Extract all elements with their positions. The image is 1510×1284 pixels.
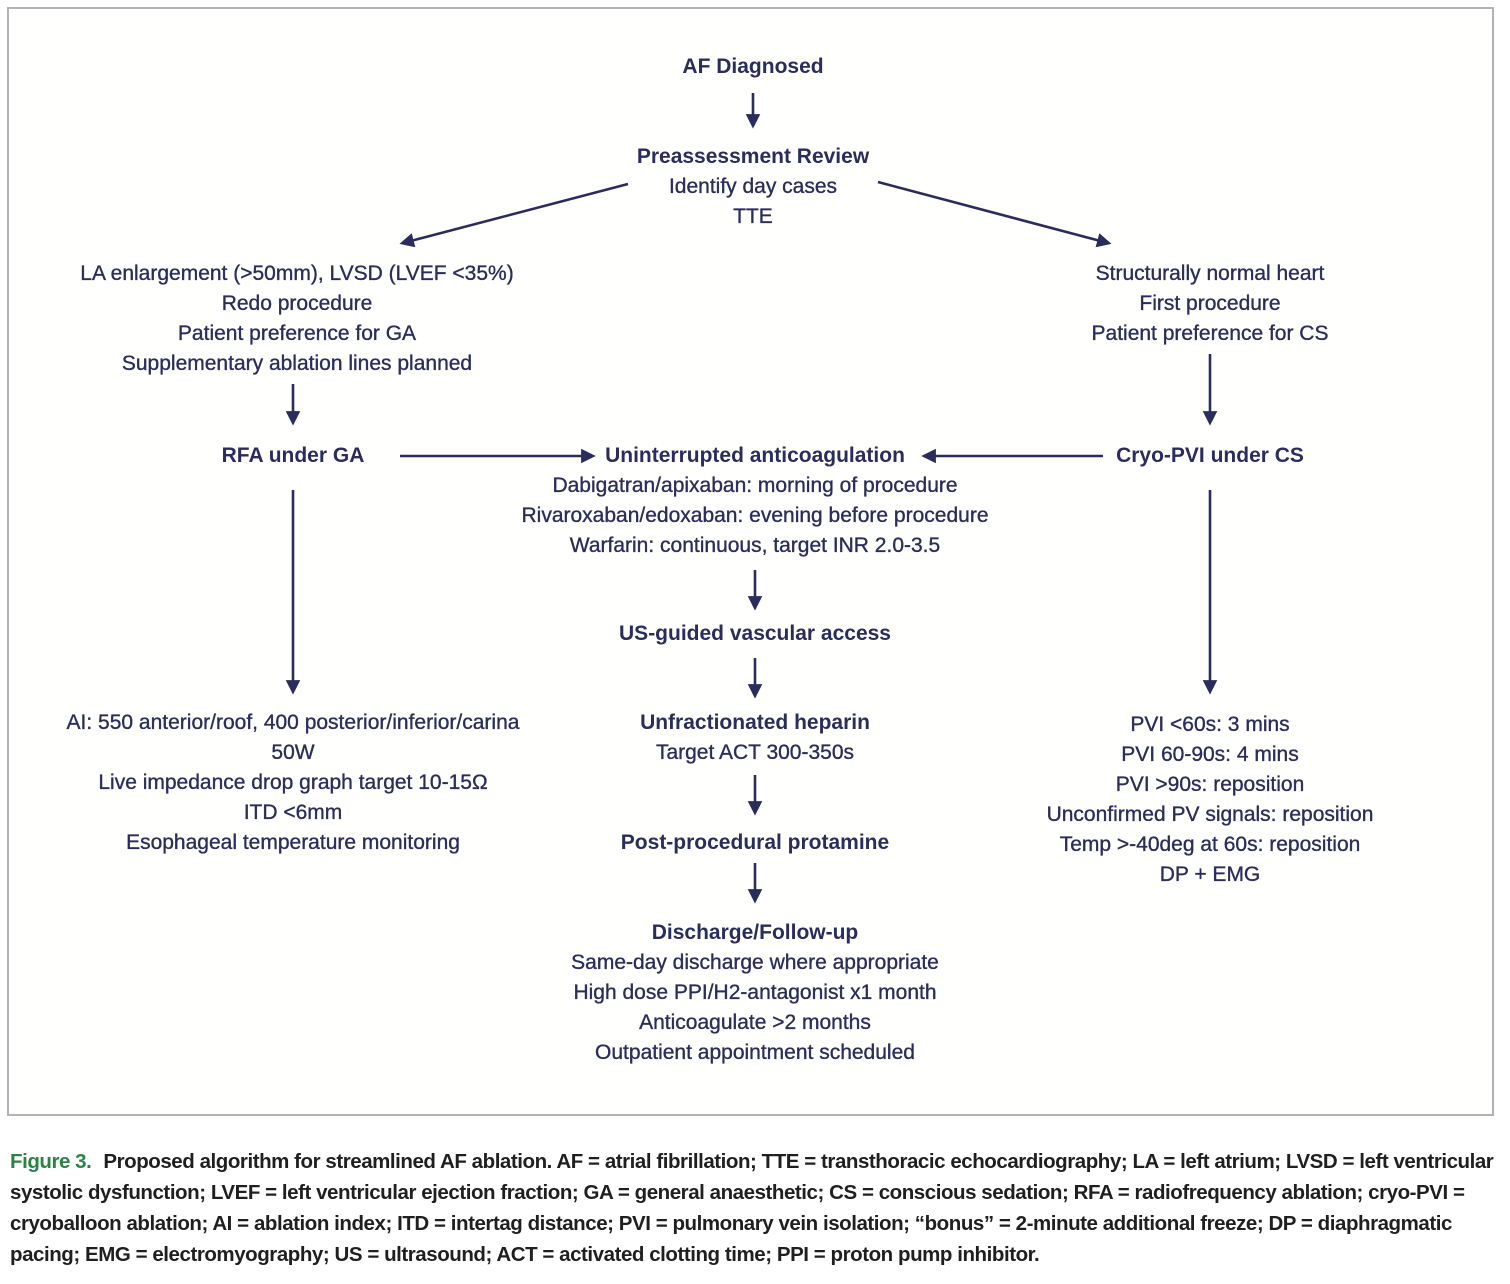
- node-line: Supplementary ablation lines planned: [121, 352, 473, 375]
- node-title: US-guided vascular access: [619, 622, 891, 645]
- node-title: Unfractionated heparin: [640, 711, 870, 734]
- figure-frame: [7, 7, 1494, 1116]
- node-title: AF Diagnosed: [682, 55, 824, 78]
- node-vascular-access: US-guided vascular access: [619, 619, 891, 649]
- node-line: Patient preference for GA: [177, 322, 417, 345]
- node-left-criteria: LA enlargement (>50mm), LVSD (LVEF <35%)…: [80, 259, 514, 379]
- node-line: Rivaroxaban/edoxaban: evening before pro…: [521, 504, 989, 527]
- figure-caption-label: Figure 3.: [10, 1150, 92, 1173]
- node-line: Redo procedure: [221, 292, 373, 315]
- figure-caption: Figure 3.Proposed algorithm for streamli…: [10, 1146, 1502, 1270]
- node-line: PVI <60s: 3 mins: [1130, 713, 1290, 736]
- node-line: Same-day discharge where appropriate: [571, 951, 939, 974]
- node-line: Unconfirmed PV signals: reposition: [1046, 803, 1374, 826]
- node-line: First procedure: [1139, 292, 1281, 315]
- node-line: PVI 60-90s: 4 mins: [1121, 743, 1299, 766]
- node-line: Temp >-40deg at 60s: reposition: [1059, 833, 1361, 856]
- node-line: LA enlargement (>50mm), LVSD (LVEF <35%): [80, 262, 514, 285]
- figure-caption-text: Proposed algorithm for streamlined AF ab…: [10, 1150, 1494, 1266]
- node-line: Outpatient appointment scheduled: [595, 1041, 915, 1064]
- node-line: PVI >90s: reposition: [1115, 773, 1305, 796]
- node-line: AI: 550 anterior/roof, 400 posterior/inf…: [66, 711, 520, 734]
- node-line: Structurally normal heart: [1095, 262, 1325, 285]
- node-cryo-details: PVI <60s: 3 mins PVI 60-90s: 4 mins PVI …: [1046, 710, 1374, 890]
- node-line: Live impedance drop graph target 10-15Ω: [98, 771, 488, 794]
- node-right-criteria: Structurally normal heart First procedur…: [1091, 259, 1329, 349]
- node-line: Esophageal temperature monitoring: [126, 831, 460, 854]
- node-line: TTE: [733, 205, 773, 228]
- node-line: ITD <6mm: [243, 801, 343, 824]
- node-title: Cryo-PVI under CS: [1116, 444, 1304, 467]
- node-line: DP + EMG: [1159, 863, 1261, 886]
- node-line: Warfarin: continuous, target INR 2.0-3.5: [569, 534, 941, 557]
- node-title: RFA under GA: [221, 444, 365, 467]
- node-line: Target ACT 300-350s: [655, 741, 855, 764]
- node-rfa-details: AI: 550 anterior/roof, 400 posterior/inf…: [66, 708, 520, 858]
- node-title: Post-procedural protamine: [620, 831, 890, 854]
- node-line: Identify day cases: [668, 175, 838, 198]
- node-line: Anticoagulate >2 months: [639, 1011, 871, 1034]
- node-discharge: Discharge/Follow-up Same-day discharge w…: [571, 918, 939, 1068]
- node-cryo-pvi: Cryo-PVI under CS: [1116, 441, 1304, 471]
- node-line: 50W: [271, 741, 315, 764]
- node-title: Uninterrupted anticoagulation: [605, 444, 905, 467]
- node-title: Discharge/Follow-up: [651, 921, 859, 944]
- node-title: Preassessment Review: [636, 145, 870, 168]
- node-preassessment: Preassessment Review Identify day cases …: [637, 142, 869, 232]
- node-line: Dabigatran/apixaban: morning of procedur…: [552, 474, 958, 497]
- node-anticoagulation: Uninterrupted anticoagulation Dabigatran…: [521, 441, 989, 561]
- node-protamine: Post-procedural protamine: [621, 828, 889, 858]
- node-line: Patient preference for CS: [1091, 322, 1329, 345]
- node-heparin: Unfractionated heparin Target ACT 300-35…: [640, 708, 870, 768]
- node-rfa-under-ga: RFA under GA: [222, 441, 365, 471]
- node-line: High dose PPI/H2-antagonist x1 month: [573, 981, 937, 1004]
- node-af-diagnosed: AF Diagnosed: [682, 52, 823, 82]
